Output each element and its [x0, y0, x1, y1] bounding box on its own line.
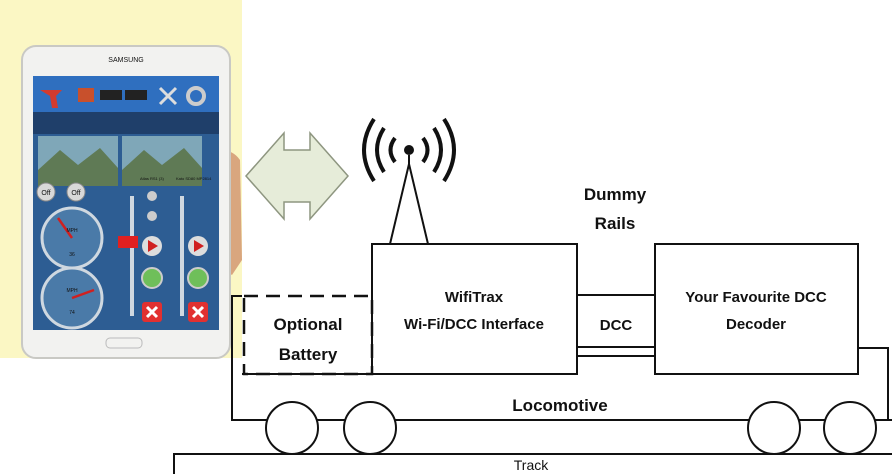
panel-left-title: Atlas RS1 (3): [140, 176, 164, 181]
decoder-label-line2: Decoder: [726, 316, 786, 333]
tools-icon[interactable]: [158, 86, 178, 106]
wheel-4: [823, 401, 877, 455]
landscape-right: [122, 148, 202, 186]
panel-right-title: Kato SD80 MP2814: [176, 176, 212, 181]
green-button-2[interactable]: [187, 267, 209, 289]
tablet-photo: SAMSUNG Atlas RS1 (3) Kato SD80 MP2814 O…: [0, 0, 242, 359]
wheel-2: [343, 401, 397, 455]
wifitrax-label-line1: WifiTrax: [445, 289, 504, 306]
consist-tab-icon[interactable]: [125, 90, 147, 100]
throttle-tab-icon[interactable]: [40, 90, 62, 108]
dummy-rails-label-line2: Rails: [595, 214, 636, 233]
optional-battery-box: [242, 294, 374, 376]
off-button-1[interactable]: [36, 182, 56, 202]
locomotive-body-right: [858, 347, 889, 420]
gauge-2-needle: [71, 288, 95, 300]
throttle-slider-track-2[interactable]: [180, 196, 184, 316]
track-bar: [173, 453, 892, 474]
off-button-2[interactable]: [66, 182, 86, 202]
gauge-1-needle: [56, 217, 74, 239]
landscape-left: [38, 148, 118, 186]
train-tab-icon[interactable]: [100, 90, 122, 100]
locomotive-label: Locomotive: [512, 396, 607, 415]
gauge-1-value: 36: [69, 252, 75, 258]
battery-label-line2: Battery: [279, 345, 338, 364]
throttle-slider-track-1[interactable]: [130, 196, 134, 316]
throttle-slider-handle-1[interactable]: [118, 236, 138, 248]
decoder-label-line1: Your Favourite DCC: [685, 289, 827, 306]
close-icon-1: [145, 305, 159, 319]
track-label: Track: [514, 457, 549, 473]
gauge-1-unit: MPH: [66, 228, 78, 234]
tablet-home-button: [105, 337, 143, 349]
loco-info-row: [33, 112, 219, 134]
tablet-brand: SAMSUNG: [108, 57, 143, 64]
wifi-antenna-icon: [362, 117, 456, 245]
function-button-1[interactable]: [147, 191, 157, 201]
play-icon-2: [194, 240, 204, 252]
loco-tab-icon[interactable]: [78, 88, 94, 102]
gauge-2-value: 74: [69, 310, 75, 316]
battery-label-line1: Optional: [274, 315, 343, 334]
gauge-2-unit: MPH: [66, 288, 78, 294]
decoder-box: [654, 243, 859, 375]
dcc-label: DCC: [600, 317, 633, 334]
close-icon-2: [191, 305, 205, 319]
wifitrax-box: [371, 243, 578, 375]
settings-gear-icon[interactable]: [186, 86, 206, 106]
off-button-1-label: Off: [41, 190, 50, 197]
wheel-1: [265, 401, 319, 455]
play-icon-1: [148, 240, 158, 252]
wheel-3: [747, 401, 801, 455]
green-button-1[interactable]: [141, 267, 163, 289]
function-button-2[interactable]: [147, 211, 157, 221]
locomotive-body-left: [231, 295, 892, 421]
dummy-rails-label-line1: Dummy: [584, 185, 647, 204]
bidirectional-arrow-icon: [244, 131, 350, 221]
off-button-2-label: Off: [71, 190, 80, 197]
wifitrax-label-line2: Wi-Fi/DCC Interface: [404, 316, 544, 333]
